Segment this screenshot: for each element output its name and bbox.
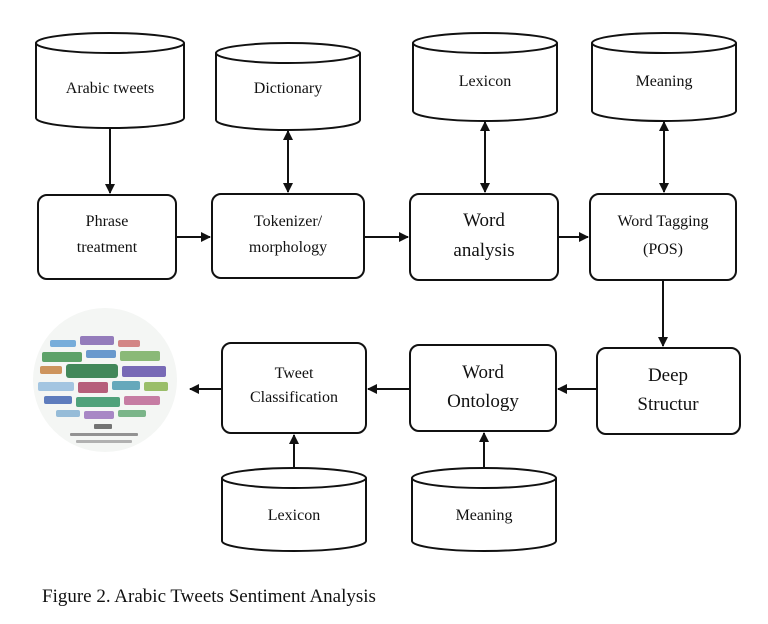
db-meaning-top: Meaning <box>591 32 737 122</box>
db-lexicon-bottom: Lexicon <box>221 467 367 552</box>
process-label: Classification <box>250 389 338 406</box>
process-word-ontology: Word Ontology <box>409 344 557 432</box>
process-label: Tweet <box>275 365 314 382</box>
process-label: Ontology <box>447 391 519 412</box>
process-label: treatment <box>77 239 138 256</box>
db-dictionary: Dictionary <box>215 42 361 131</box>
db-label: Lexicon <box>459 73 511 90</box>
process-tweet-classification: Tweet Classification <box>221 342 367 434</box>
process-label: Structur <box>637 394 699 415</box>
db-meaning-bottom: Meaning <box>411 467 557 552</box>
process-label: Phrase <box>86 213 129 230</box>
process-label: analysis <box>453 240 514 261</box>
process-phrase-treatment: Phrase treatment <box>37 194 177 280</box>
db-label: Lexicon <box>268 507 320 524</box>
db-arabic-tweets: Arabic tweets <box>35 32 185 129</box>
process-word-analysis: Word analysis <box>409 193 559 281</box>
process-label: Tokenizer/ <box>254 213 323 230</box>
word-cloud-image <box>33 308 177 452</box>
db-label: Meaning <box>636 73 693 90</box>
db-label: Meaning <box>456 507 513 524</box>
process-label: Word <box>463 210 505 231</box>
db-label: Dictionary <box>254 80 322 97</box>
process-word-tagging: Word Tagging (POS) <box>589 193 737 281</box>
process-label: (POS) <box>643 241 683 258</box>
figure-caption: Figure 2. Arabic Tweets Sentiment Analys… <box>42 586 376 607</box>
process-label: morphology <box>249 239 327 256</box>
process-label: Deep <box>648 365 688 386</box>
process-label: Word <box>462 362 504 383</box>
process-label: Word Tagging <box>617 213 708 230</box>
db-lexicon-top: Lexicon <box>412 32 558 122</box>
db-label: Arabic tweets <box>66 80 154 97</box>
process-deep-structure: Deep Structur <box>596 347 741 435</box>
process-tokenizer-morphology: Tokenizer/ morphology <box>211 193 365 279</box>
